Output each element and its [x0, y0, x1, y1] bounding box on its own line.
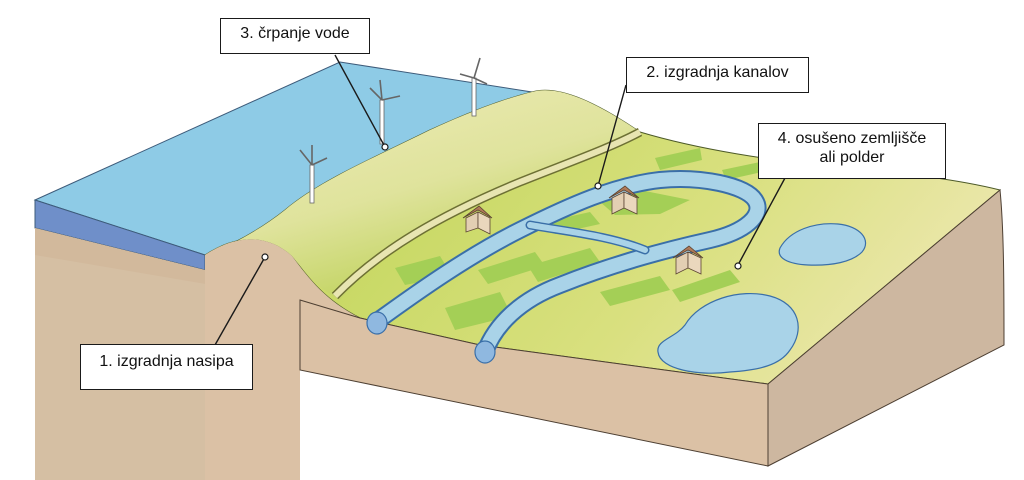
windmill-3 [459, 57, 488, 117]
label-pumping: 3. črpanje vode [220, 18, 370, 54]
windmill-1 [299, 145, 328, 204]
dike-road-surface [332, 129, 642, 299]
canal-outlet-left [366, 311, 388, 335]
windmill-2 [369, 79, 401, 145]
lake-large [657, 292, 799, 374]
canal-outlet-right [474, 340, 496, 364]
canal-system [367, 170, 767, 361]
callout-points [261, 143, 742, 270]
label-dike-text: 1. izgradnja nasipa [99, 353, 234, 370]
house-right [672, 245, 704, 275]
soil-right-face [767, 189, 1005, 467]
house-left [462, 205, 493, 235]
dike [205, 90, 640, 300]
callout-lines [214, 54, 786, 346]
label-polder: 4. osušeno zemljišče ali polder [758, 123, 946, 179]
label-polder-line2: ali polder [819, 149, 885, 166]
label-canals-text: 2. izgradnja kanalov [646, 64, 789, 81]
label-dike: 1. izgradnja nasipa [80, 344, 253, 390]
label-canals: 2. izgradnja kanalov [626, 57, 809, 93]
label-polder-line1: 4. osušeno zemljišče [777, 130, 927, 147]
label-pumping-text: 3. črpanje vode [240, 25, 350, 42]
lake-small [778, 223, 867, 266]
house-middle [608, 185, 640, 215]
